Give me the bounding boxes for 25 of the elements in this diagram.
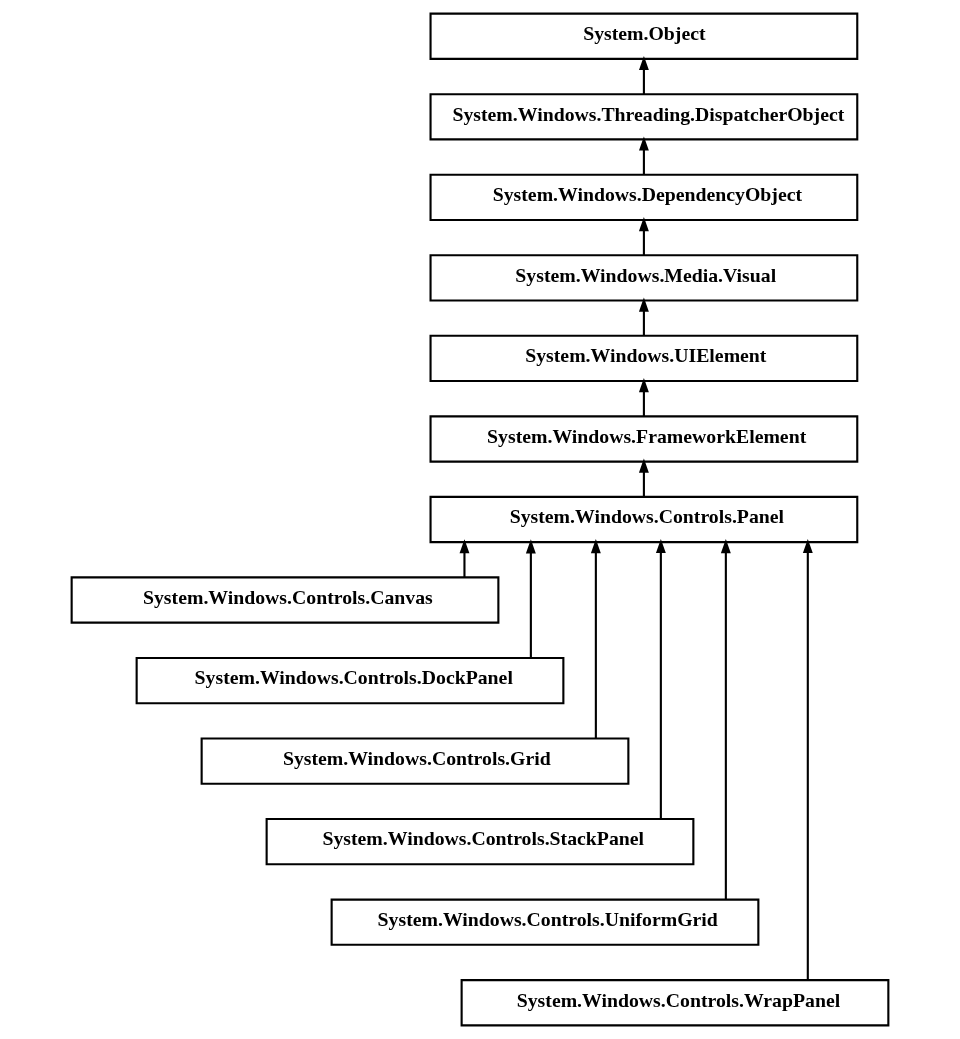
arrow: [638, 55, 649, 95]
arrow: [638, 217, 649, 256]
arrow: [525, 539, 536, 658]
node-box: System.Windows.Controls.DockPanel: [135, 656, 565, 705]
node-box: System.Windows.Controls.Grid: [200, 737, 630, 785]
arrow: [638, 297, 649, 336]
arrow: [720, 539, 731, 900]
node-box: System.Windows.Controls.StackPanel: [265, 818, 695, 866]
node-box: System.Windows.UIElement: [429, 334, 859, 383]
node-box: System.Windows.DependencyObject: [429, 173, 859, 221]
arrow: [802, 538, 813, 981]
arrow: [638, 136, 649, 175]
node-box: System.Windows.FrameworkElement: [429, 415, 859, 463]
arrow: [590, 539, 601, 739]
node-box: System.Windows.Controls.Canvas: [70, 576, 500, 624]
node-box: System.Windows.Controls.UniformGrid: [330, 898, 760, 946]
node-box: System.Windows.Media.Visual: [429, 254, 859, 302]
arrow: [638, 458, 649, 497]
arrow: [459, 539, 470, 578]
node-box: System.Object: [429, 12, 859, 60]
node-box: System.Windows.Controls.WrapPanel: [460, 979, 890, 1027]
arrow: [638, 378, 649, 417]
node-box: System.Windows.Controls.Panel: [429, 495, 859, 544]
node-box: System.Windows.Threading.DispatcherObject: [429, 93, 859, 141]
arrow: [655, 538, 666, 820]
